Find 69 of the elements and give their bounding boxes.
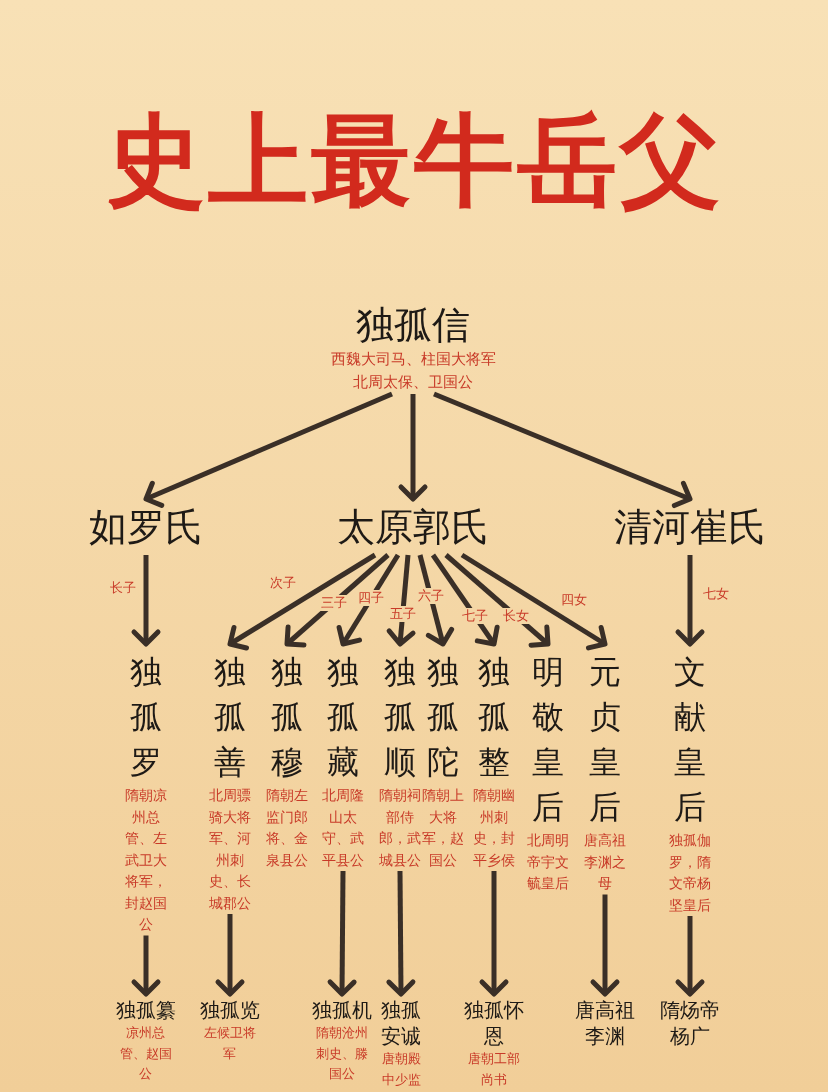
title-note: 北周隆山太守、武平县公 [322, 786, 364, 870]
title-note: 唐朝工部尚书 [467, 1050, 521, 1089]
person-name: 独孤善 [213, 652, 247, 783]
person-name: 隋炀帝杨广 [658, 994, 722, 1049]
title-note: 唐高祖李渊之母 [584, 831, 626, 893]
arrow [675, 916, 705, 997]
person-name: 唐高祖李渊 [573, 994, 637, 1049]
title-note: 唐朝殿中少监 [380, 1050, 422, 1089]
edge-label: 三子 [318, 595, 349, 611]
arrow [430, 553, 500, 647]
edge-label: 四女 [559, 592, 590, 608]
clan-name: 清河崔氏 [614, 499, 766, 555]
title-note: 西魏大司马、柱国大将军 [330, 350, 496, 369]
person-name: 独孤陀 [426, 652, 460, 783]
title-note: 独孤伽罗，隋文帝杨坚皇后 [669, 831, 711, 915]
person-name: 独孤怀恩 [463, 997, 525, 1049]
title-note: 隋朝沧州刺史、滕国公 [315, 1024, 369, 1083]
edge-label: 次子 [268, 575, 299, 591]
person-name: 文献皇后 [673, 652, 707, 828]
arrow [227, 552, 377, 651]
edge-label: 长子 [108, 580, 138, 596]
arrow [460, 552, 608, 651]
arrow [386, 554, 416, 647]
person-name: 元贞皇后 [588, 652, 622, 828]
arrow [590, 894, 620, 997]
person-name: 明敬皇后 [531, 652, 565, 828]
arrow [675, 555, 705, 647]
arrow [433, 391, 693, 509]
clan-name: 太原郭氏 [337, 499, 489, 555]
arrow [284, 553, 390, 648]
arrow [215, 914, 245, 997]
title: 史上最牛岳父 [105, 104, 723, 216]
title-note: 隋朝上大将军，赵国公 [422, 786, 464, 870]
arrow [131, 935, 161, 997]
person-name: 独孤整 [477, 652, 511, 783]
edge-label: 四子 [356, 590, 387, 606]
edge-label: 六子 [415, 588, 446, 604]
title-note: 隋朝祠部侍郎，武城县公 [379, 786, 421, 870]
arrow [398, 394, 428, 502]
arrow [479, 871, 509, 997]
title-note: 隋朝幽州刺史，封平乡侯 [473, 786, 515, 870]
title-note: 北周明帝宇文毓皇后 [527, 831, 569, 893]
person-name: 独孤览 [199, 997, 261, 1023]
edge-label: 七女 [701, 586, 731, 602]
edge-label: 七子 [459, 608, 490, 624]
person-name: 独孤机 [311, 997, 373, 1023]
arrow [131, 555, 161, 647]
person-name: 独孤穆 [270, 652, 304, 783]
title-note: 北周太保、卫国公 [352, 373, 474, 392]
person-name: 独孤信 [355, 302, 471, 348]
arrow [417, 554, 455, 647]
edge-label: 长女 [500, 608, 531, 624]
title-note: 凉州总管、赵国公 [119, 1024, 173, 1083]
arrow [336, 553, 401, 647]
clan-name: 如罗氏 [89, 499, 203, 555]
title-note: 隋朝凉州总管、左武卫大将军，封赵国公 [125, 786, 167, 934]
arrow [444, 553, 551, 648]
title-note: 隋朝左监门郎将、金泉县公 [266, 786, 308, 870]
title-note: 左候卫将军 [203, 1024, 257, 1063]
person-name: 独孤纂 [115, 997, 177, 1023]
title-note: 北周骠骑大将军、河州刺史、长城郡公 [209, 786, 251, 913]
arrow [143, 391, 393, 508]
person-name: 独孤藏 [326, 652, 360, 783]
arrow [386, 871, 416, 997]
edge-label: 五子 [387, 606, 418, 622]
person-name: 独孤罗 [129, 652, 163, 783]
arrow [327, 871, 357, 997]
person-name: 独孤安诚 [380, 997, 422, 1049]
person-name: 独孤顺 [383, 652, 417, 783]
